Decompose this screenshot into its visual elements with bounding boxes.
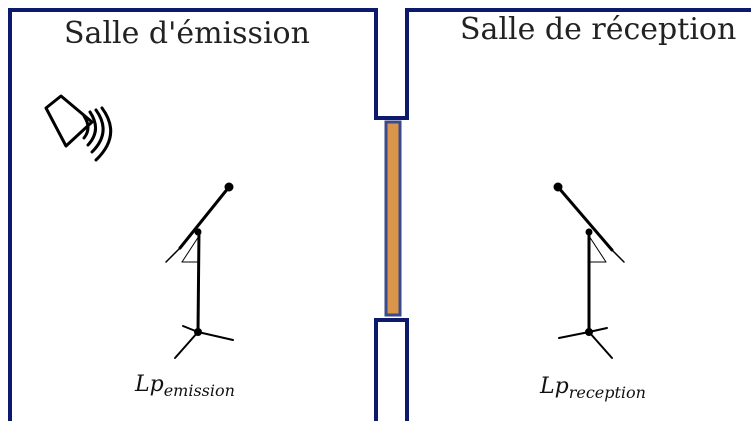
emission-level-symbol: Lp xyxy=(135,372,164,397)
emission-level-subscript: emission xyxy=(163,381,235,400)
microphone-stand-icon xyxy=(165,182,234,359)
walls xyxy=(8,8,751,421)
reception-level-label: Lpreception xyxy=(540,374,646,402)
emission-level-label: Lpemission xyxy=(135,372,235,400)
partition-wall xyxy=(384,120,402,317)
reception-level-subscript: reception xyxy=(568,383,646,402)
emission-room-wall xyxy=(8,8,751,421)
emission-room-title: Salle d'émission xyxy=(64,16,310,51)
reception-room-title: Salle de réception xyxy=(460,12,737,47)
microphone-stand-icon xyxy=(553,182,625,359)
reception-room-wall-bottom xyxy=(374,318,409,421)
reception-level-symbol: Lp xyxy=(540,374,569,399)
loudspeaker-icon xyxy=(44,94,113,162)
